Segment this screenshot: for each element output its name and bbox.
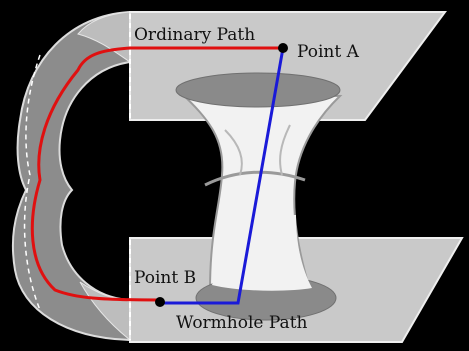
wormhole-path-label: Wormhole Path [176, 313, 308, 333]
fold-outer-surface [13, 12, 130, 340]
point-a-label: Point A [297, 42, 360, 62]
ordinary-path-label: Ordinary Path [134, 25, 255, 45]
point-a-marker [278, 43, 288, 53]
point-b-label: Point B [134, 268, 196, 288]
point-b-marker [155, 297, 165, 307]
wormhole-upper-mouth [176, 73, 340, 107]
